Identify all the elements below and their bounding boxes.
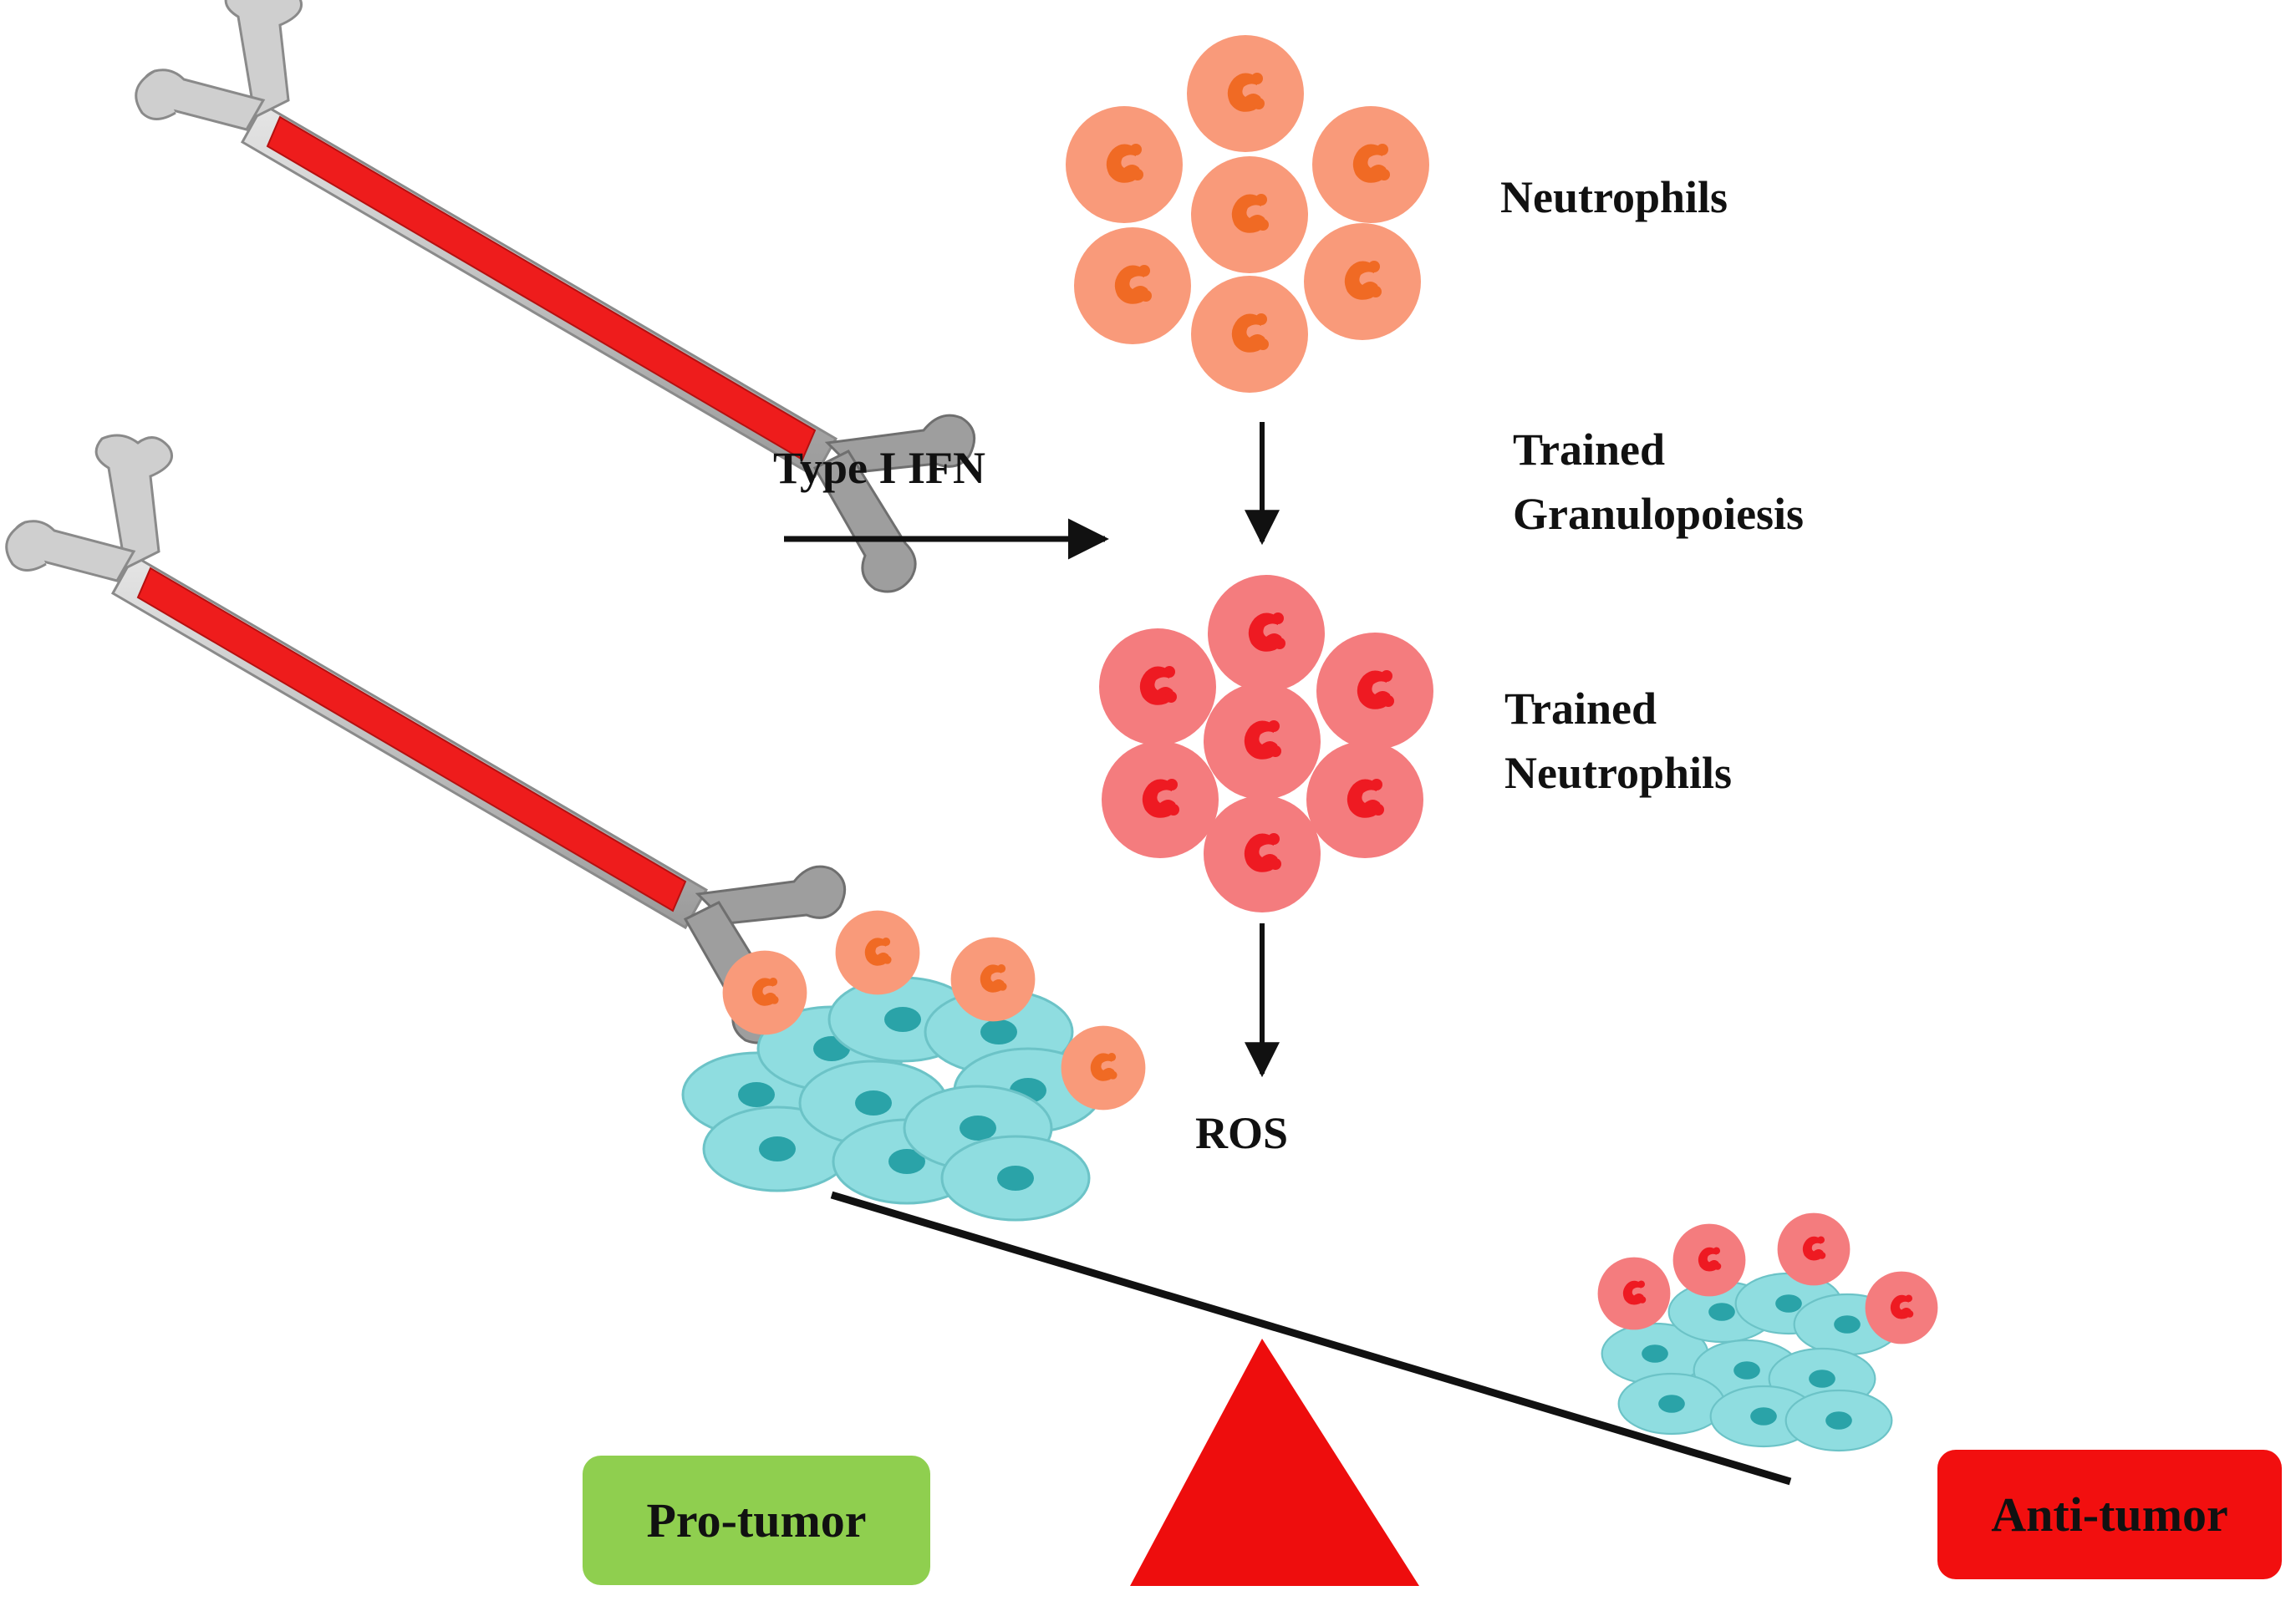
neutrophil-cluster — [1066, 35, 1429, 393]
trained-granulopoiesis-line1: Trained — [1513, 424, 1666, 475]
neutrophil-icon — [1191, 276, 1308, 393]
trained-neutrophils-label: Trained Neutrophils — [1504, 677, 1732, 805]
tumor-mass-right — [1597, 1212, 1938, 1452]
trained-neutrophil-icon — [1597, 1257, 1671, 1330]
tumor-cell-icon — [940, 1135, 1091, 1222]
trained-neutrophil-icon — [1099, 628, 1216, 745]
trained-neutrophil-icon — [1777, 1212, 1851, 1286]
neutrophil-icon — [950, 937, 1036, 1022]
trained-neutrophil-icon — [1316, 633, 1433, 750]
trained-granulopoiesis-label: Trained Granulopoiesis — [1513, 418, 1804, 546]
seesaw-beam — [830, 1191, 1792, 1486]
tumor-mass-left — [681, 910, 1146, 1222]
tumor-cell-icon — [1784, 1389, 1893, 1452]
neutrophil-icon — [1312, 106, 1429, 223]
bone-icon — [135, 0, 976, 593]
trained-neutrophil-cluster — [1099, 575, 1433, 912]
neutrophils-label: Neutrophils — [1500, 172, 1728, 222]
tumor-cell-icon — [1617, 1372, 1726, 1436]
fulcrum-icon — [1130, 1339, 1419, 1586]
trained-granulopoiesis-line2: Granulopoiesis — [1513, 488, 1805, 539]
neutrophil-icon — [722, 950, 807, 1035]
trained-neutrophil-icon — [1102, 741, 1219, 858]
neutrophil-icon — [1061, 1025, 1146, 1111]
neutrophil-icon — [1187, 35, 1304, 152]
pro-tumor-badge: Pro-tumor — [583, 1456, 930, 1585]
neutrophil-icon — [1191, 156, 1308, 273]
trained-neutrophil-icon — [1208, 575, 1325, 692]
neutrophil-icon — [1304, 223, 1421, 340]
trained-neutrophils-line2: Neutrophils — [1504, 747, 1733, 798]
type-i-ifn-label: Type I IFN — [773, 443, 986, 493]
trained-neutrophils-line1: Trained — [1504, 684, 1657, 734]
anti-tumor-badge: Anti-tumor — [1937, 1450, 2282, 1579]
trained-neutrophil-icon — [1865, 1271, 1938, 1344]
bone-icon — [5, 434, 847, 1044]
trained-neutrophil-icon — [1306, 741, 1423, 858]
neutrophil-icon — [1074, 227, 1191, 344]
ros-label: ROS — [1195, 1108, 1289, 1158]
trained-neutrophil-icon — [1672, 1223, 1746, 1297]
neutrophil-icon — [1066, 106, 1183, 223]
trained-neutrophil-icon — [1204, 795, 1321, 912]
neutrophil-icon — [835, 910, 920, 995]
trained-neutrophil-icon — [1204, 683, 1321, 800]
